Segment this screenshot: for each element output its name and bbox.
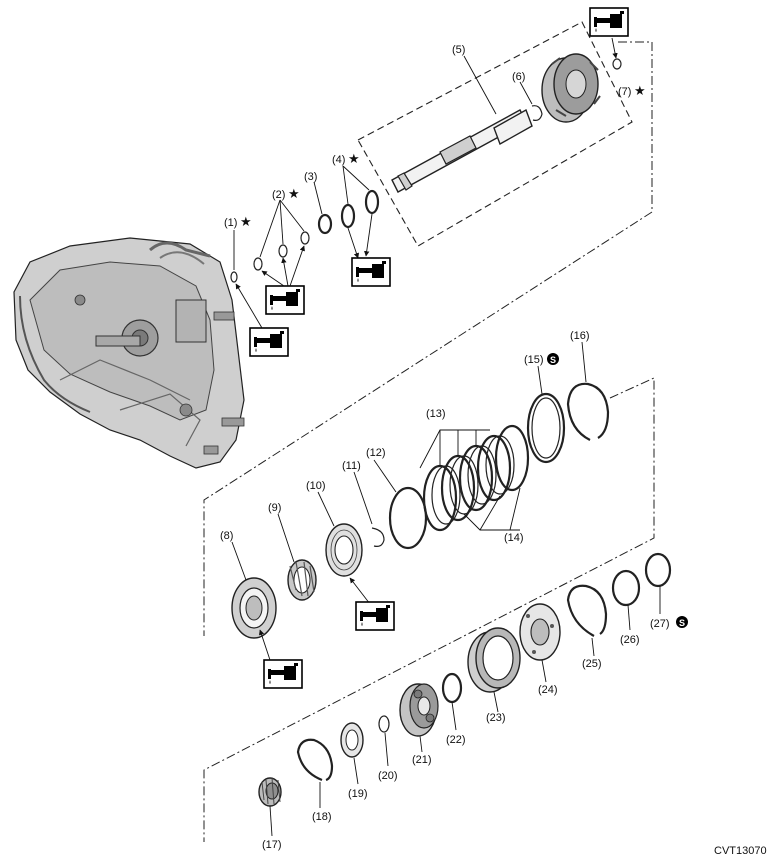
part-label-5: (5) xyxy=(452,44,465,56)
part-label-23: (23) xyxy=(486,712,506,724)
part-label-20: (20) xyxy=(378,770,398,782)
part-23-ring-gear xyxy=(467,627,521,713)
part-label-18: (18) xyxy=(312,811,332,823)
part-label-1: (1) xyxy=(224,217,237,229)
drum-hub xyxy=(541,53,601,123)
star-icon: ★ xyxy=(288,187,300,202)
figure-code: CVT13070 xyxy=(714,845,767,857)
part-label-27: (27) xyxy=(650,618,670,630)
oil-can-icon xyxy=(355,601,395,631)
part-label-2: (2) xyxy=(272,189,285,201)
part-label-6: (6) xyxy=(512,71,525,83)
part-label-12: (12) xyxy=(366,447,386,459)
part-10-cancel-plate xyxy=(317,491,371,605)
part-label-24: (24) xyxy=(538,684,558,696)
part-12-snap-ring xyxy=(373,459,428,550)
part-24-connecting-drum xyxy=(519,603,561,683)
part-7-seal-ring xyxy=(611,37,622,70)
part-21-planetary-carrier xyxy=(399,683,439,753)
part-20-thrust-washer xyxy=(378,715,390,767)
oil-can-icon xyxy=(589,7,629,37)
part-label-16: (16) xyxy=(570,330,590,342)
part-11-snap-ring xyxy=(353,471,385,547)
oil-can-icon xyxy=(261,245,305,315)
star-icon: ★ xyxy=(634,84,646,99)
part-1-seal-ring xyxy=(230,230,238,283)
part-label-10: (10) xyxy=(306,480,326,492)
part-label-17: (17) xyxy=(262,839,282,851)
oil-can-icon xyxy=(351,257,391,287)
part-label-19: (19) xyxy=(348,788,368,800)
part-label-9: (9) xyxy=(268,502,281,514)
part-16-snap-ring xyxy=(566,341,610,441)
part-2-seal-rings xyxy=(253,199,310,271)
part-17-sun-gear xyxy=(258,777,282,837)
part-27-bearing-race xyxy=(644,552,672,614)
part-4-seal-rings xyxy=(340,165,380,259)
part-label-8: (8) xyxy=(220,530,233,542)
part-label-3: (3) xyxy=(304,171,317,183)
assembly-outline-clutch xyxy=(203,377,655,842)
part-label-22: (22) xyxy=(446,734,466,746)
star-icon: ★ xyxy=(348,152,360,167)
part-15-retaining-plate xyxy=(526,365,566,464)
part-label-25: (25) xyxy=(582,658,602,670)
part-label-7: (7) xyxy=(618,86,631,98)
part-label-15: (15) xyxy=(524,354,544,366)
part-26-thrust-washer xyxy=(611,569,641,631)
part-13-14-clutch-plates xyxy=(419,424,530,532)
part-9-spring-retainer xyxy=(277,513,317,601)
oil-can-icon xyxy=(258,629,303,689)
svg-text:S: S xyxy=(550,355,556,365)
transaxle-housing xyxy=(13,237,245,469)
part-8-piston xyxy=(231,541,277,639)
star-icon: ★ xyxy=(240,215,252,230)
assembly-outline-upper xyxy=(357,21,633,247)
part-25-snap-ring xyxy=(566,584,608,657)
part-5-input-shaft xyxy=(391,55,533,193)
oil-can-icon xyxy=(235,283,289,357)
part-19-thrust-washer xyxy=(340,722,364,785)
part-3-thrust-washer xyxy=(313,181,333,235)
part-label-21: (21) xyxy=(412,754,432,766)
part-label-11: (11) xyxy=(342,460,361,472)
part-18-snap-ring xyxy=(296,738,334,808)
assembly-outline-main xyxy=(203,41,653,636)
svg-text:S: S xyxy=(679,618,685,628)
selective-part-icon: S xyxy=(676,616,688,628)
part-label-13: (13) xyxy=(426,408,446,420)
part-label-4: (4) xyxy=(332,154,345,166)
part-label-14: (14) xyxy=(504,532,524,544)
part-22-thrust-washer xyxy=(441,672,463,731)
part-6-snap-ring xyxy=(519,81,543,121)
part-label-26: (26) xyxy=(620,634,640,646)
selective-part-icon: S xyxy=(547,353,559,365)
